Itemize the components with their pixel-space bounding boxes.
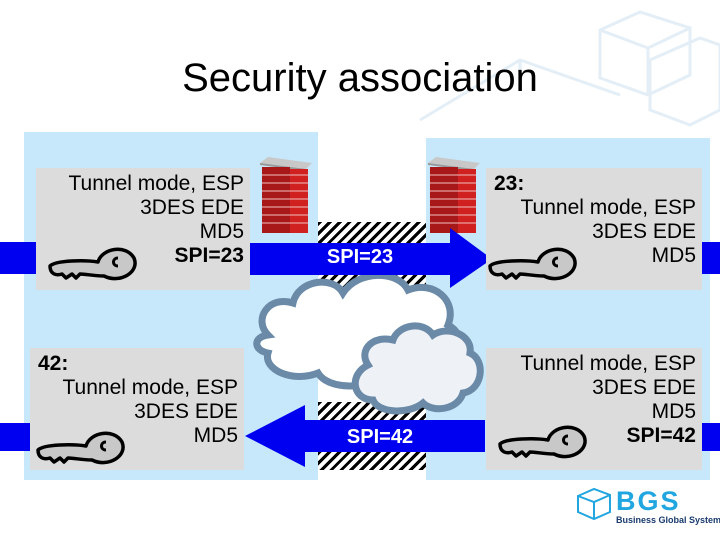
sa-spi-header: 42: xyxy=(38,352,69,375)
right-network-wire-top xyxy=(700,242,720,274)
key-icon xyxy=(488,247,577,281)
cube-logo-icon xyxy=(577,487,611,521)
sa-hash: MD5 xyxy=(651,244,696,267)
arrow-label-spi-23: SPI=23 xyxy=(326,246,394,268)
key-icon xyxy=(48,247,137,281)
sa-spi: SPI=23 xyxy=(174,244,244,267)
sa-spi: SPI=42 xyxy=(626,424,696,447)
logo-tagline: Business Global Systems xyxy=(616,515,720,525)
right-outbound-sa-box: Tunnel mode, ESP 3DES EDE MD5 SPI=42 xyxy=(486,348,702,470)
left-outbound-sa-box: Tunnel mode, ESP 3DES EDE MD5 SPI=23 xyxy=(36,168,250,290)
right-network-wire-bottom xyxy=(700,423,720,451)
sa-mode: Tunnel mode, ESP xyxy=(68,172,245,195)
sa-encryption: 3DES EDE xyxy=(134,400,238,423)
bgs-logo: BGS Business Global Systems xyxy=(576,486,720,530)
key-icon xyxy=(36,431,125,465)
internet-cloud-icon xyxy=(253,271,484,415)
slide-title: Security association xyxy=(182,56,538,100)
left-network-wire-top xyxy=(0,242,36,274)
left-firewall-icon xyxy=(260,157,312,233)
sa-mode: Tunnel mode, ESP xyxy=(520,196,697,219)
sa-encryption: 3DES EDE xyxy=(592,220,696,243)
key-icon xyxy=(498,425,587,459)
sa-hash: MD5 xyxy=(199,220,244,243)
sa-encryption: 3DES EDE xyxy=(140,196,244,219)
inbound-arrow-spi-42 xyxy=(245,405,485,467)
sa-hash: MD5 xyxy=(651,400,696,423)
logo-name: BGS xyxy=(616,486,681,516)
sa-hash: MD5 xyxy=(193,424,238,447)
sa-mode: Tunnel mode, ESP xyxy=(62,376,239,399)
sa-spi-header: 23: xyxy=(494,172,525,195)
outbound-arrow-spi-23 xyxy=(250,228,492,288)
sa-encryption: 3DES EDE xyxy=(592,376,696,399)
arrow-label-spi-42: SPI=42 xyxy=(346,426,414,448)
right-firewall-icon xyxy=(428,157,480,233)
sa-mode: Tunnel mode, ESP xyxy=(520,352,697,375)
